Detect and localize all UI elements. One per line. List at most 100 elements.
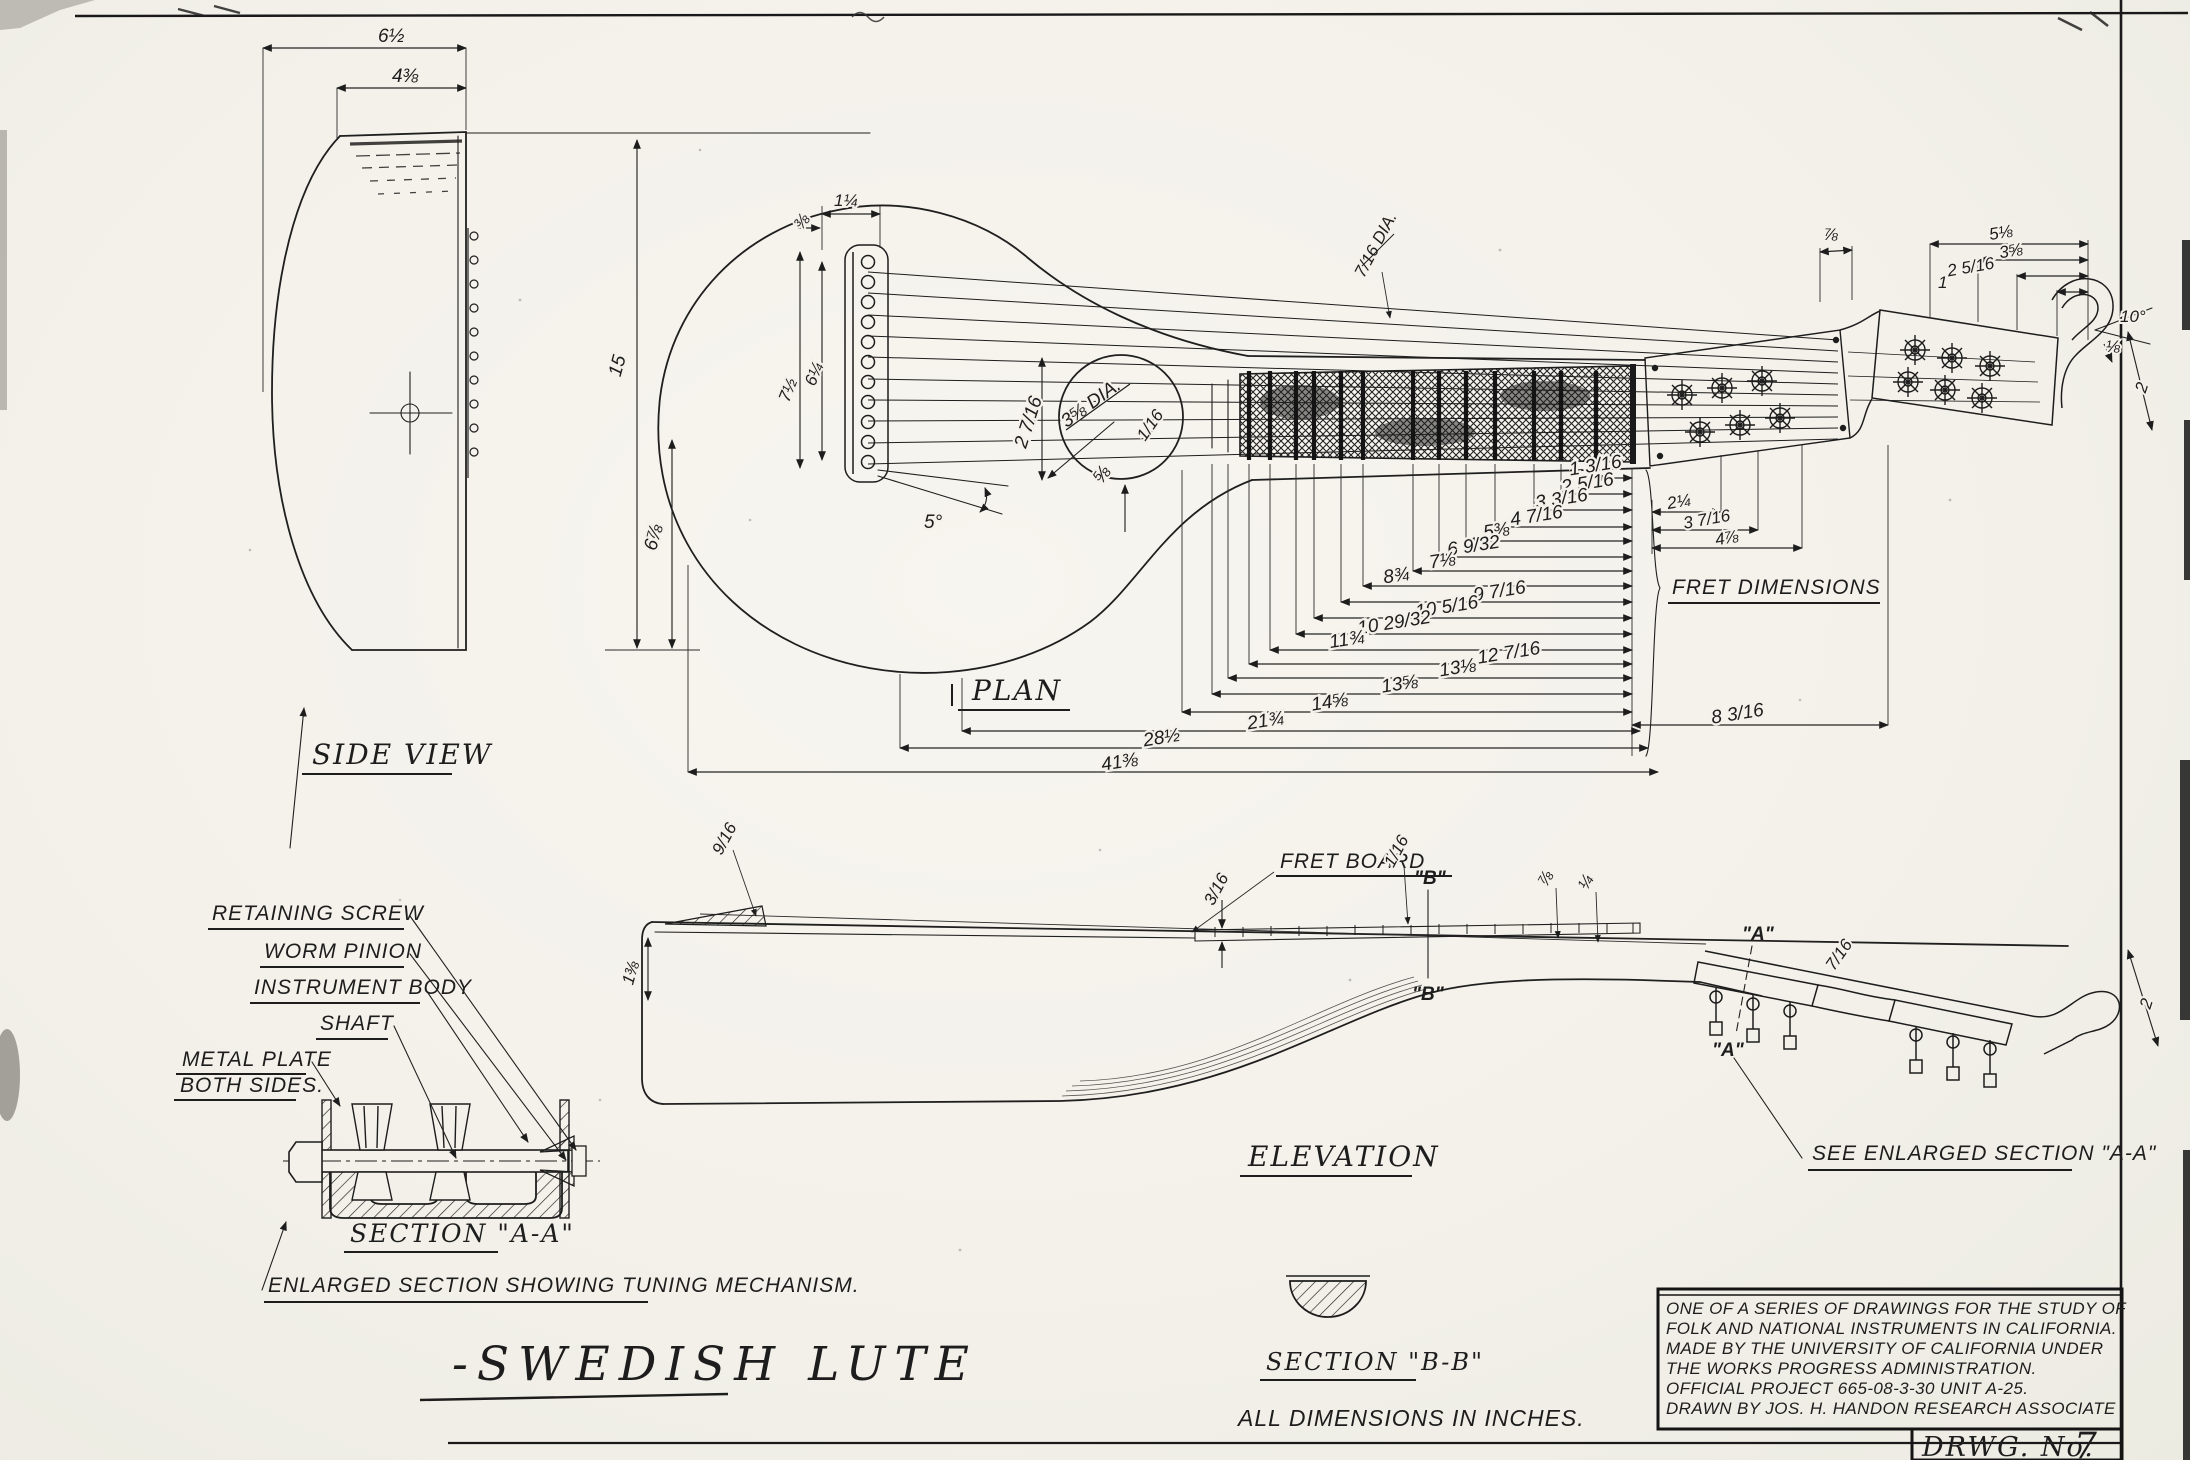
title-block-line-2: FOLK AND NATIONAL INSTRUMENTS IN CALIFOR… <box>1666 1319 2117 1338</box>
title-block-line-5: OFFICIAL PROJECT 665-08-3-30 UNIT A-25. <box>1666 1379 2028 1398</box>
drawing-number-value: 7 <box>2074 1426 2097 1460</box>
scroll-outline <box>2051 277 2114 409</box>
tuner-dims: 2¼ 3 7/16 4⅞ <box>1651 445 1803 554</box>
aa-retaining-screw-head <box>288 1141 323 1183</box>
fret-dim-label: 7⅛ <box>1428 549 1458 574</box>
fret-board-label: FRET BOARD <box>1280 850 1425 873</box>
label-shaft: SHAFT <box>320 1012 395 1035</box>
plan-string-dia: 7/16 DIA. <box>1349 207 1403 319</box>
title-block-line-1: ONE OF A SERIES OF DRAWINGS FOR THE STUD… <box>1666 1299 2127 1318</box>
fret-dim-rung: 21¾ <box>961 678 1641 737</box>
dim-side-top: 4⅜ <box>392 66 419 87</box>
fret-dim-rung: 11¾ <box>1269 464 1633 655</box>
dim-elev-b: ⅞ <box>1534 867 1557 888</box>
plan-tuners <box>1644 329 1851 467</box>
fret-dim-label: 28½ <box>1141 725 1182 752</box>
section-marker-a-bottom: "A" <box>1712 1040 1745 1061</box>
dim-elev-e: 2 <box>2136 996 2157 1012</box>
dim-elev-board: 3/16 <box>1200 870 1233 909</box>
dim-head-a: ⅞ <box>1824 225 1838 244</box>
elevation-drawing: 9/16 1⅜ FRET BOARD 3/16 1/16 "B" "B" ⅞ ¼… <box>616 817 2160 1177</box>
sheet-title: -SWEDISH LUTE <box>452 1337 978 1392</box>
dim-elev-tail: 9/16 <box>708 819 741 858</box>
dimensions-note: ALL DIMENSIONS IN INCHES. <box>1236 1405 1585 1431</box>
section-bb-drawing: SECTION "B-B" <box>1260 1275 1484 1381</box>
plan-fretboard <box>1211 364 1636 464</box>
fret-dim-rung: 28½ <box>899 674 1649 754</box>
dim-string-dia: 7/16 DIA. <box>1351 209 1401 280</box>
dim-head-angle: 10° <box>2120 307 2146 326</box>
label-metal-plate-2: BOTH SIDES. <box>180 1074 324 1097</box>
elev-headstock <box>1693 950 2121 1088</box>
dim-tuner-c: 4⅞ <box>1714 527 1741 550</box>
label-retaining-screw: RETAINING SCREW <box>212 902 425 925</box>
dim-tail-b: 1¼ <box>834 191 858 210</box>
fret-dim-rung: 8¾ <box>1362 464 1633 591</box>
dim-tail-c: 7½ <box>775 375 801 404</box>
fret-dim-rung: 7⅛ <box>1412 464 1633 576</box>
title-block-line-4: THE WORKS PROGRESS ADMINISTRATION. <box>1666 1359 2037 1378</box>
section-bb-label: SECTION "B-B" <box>1266 1348 1484 1376</box>
sheet-border <box>74 0 2189 1460</box>
section-aa-label: SECTION "A-A" <box>350 1219 575 1248</box>
fret-dimensions-callout: FRET DIMENSIONS <box>1645 469 1881 757</box>
see-enlarged-label: SEE ENLARGED SECTION "A-A" <box>1812 1142 2157 1165</box>
label-instrument-body: INSTRUMENT BODY <box>254 976 473 999</box>
elev-fretboard <box>1194 922 1641 942</box>
fret-dimension-ladder: 1 3/16 2 5/16 3 3/16 4 7/16 5⅜ 6 9/32 7⅛ <box>687 219 2154 778</box>
dim-tail-a: ⅜ <box>790 209 814 232</box>
dim-head-g: 2 <box>2131 379 2152 395</box>
side-body-back-curve <box>271 135 353 651</box>
dim-soundhole-edge: ⅝ <box>1089 462 1115 487</box>
fret-dim-label: 8¾ <box>1382 564 1412 589</box>
section-aa-labels: RETAINING SCREW WORM PINION INSTRUMENT B… <box>174 902 577 1161</box>
fret-dim-label: 4 7/16 <box>1509 502 1565 531</box>
plan-view-drawing: 3⅝ DIA. 2 7/16 ⅝ 1/16 <box>465 132 2154 778</box>
fret-dim-rung: 41⅜ <box>687 565 1659 778</box>
plan-headstock <box>1839 277 2114 439</box>
plan-label-group: PLAN <box>951 674 1070 711</box>
title-block-line-3: MADE BY THE UNIVERSITY OF CALIFORNIA UND… <box>1666 1339 2103 1358</box>
aa-worm-gears <box>351 1103 471 1201</box>
side-centerline-cross <box>369 371 453 455</box>
elev-tuning-pegs <box>1709 988 1997 1088</box>
dim-plan-half: 6⅞ <box>640 522 667 553</box>
nut <box>1630 364 1636 464</box>
section-marker-b-bottom: "B" <box>1412 984 1445 1005</box>
section-aa-title: SECTION "A-A" ENLARGED SECTION SHOWING T… <box>261 1219 860 1303</box>
fret-dim-rung: 3 3/16 <box>1532 464 1633 516</box>
drawing-number-box: DRWG. No. 7 <box>1910 1426 2124 1460</box>
side-dimensions: 6½ 4⅜ <box>262 24 467 392</box>
dim-elev-end: 1⅜ <box>618 958 643 987</box>
drawing-number-label: DRWG. No. <box>1921 1432 2095 1460</box>
dim-tuner-a: 2¼ <box>1665 490 1693 513</box>
dim-head-span: 8 3/16 <box>1710 700 1766 729</box>
title-block-line-6: DRAWN BY JOS. H. HANDON RESEARCH ASSOCIA… <box>1666 1399 2116 1418</box>
elev-shading <box>1061 976 1427 1097</box>
side-peg-row <box>467 228 479 478</box>
elev-left-cap <box>641 921 664 1105</box>
dim-soundhole-dia: 3⅝ DIA. <box>1057 375 1125 432</box>
elev-tailpiece <box>664 905 767 927</box>
side-top-shading <box>349 139 463 195</box>
plan-tailpiece <box>844 244 889 483</box>
fret-dimensions-label: FRET DIMENSIONS <box>1672 576 1881 599</box>
section-marker-b-top: "B" <box>1414 868 1447 889</box>
side-view-label: SIDE VIEW <box>312 738 493 771</box>
title-block: ONE OF A SERIES OF DRAWINGS FOR THE STUD… <box>1656 1287 2127 1460</box>
section-marker-a-top: "A" <box>1742 924 1775 945</box>
dim-head-c: 2 5/16 <box>1945 253 1996 280</box>
side-view-drawing: 6½ 4⅜ SIDE VIEW <box>262 24 493 849</box>
plan-tailpiece-dims: ⅜ 1¼ 7½ 6¼ 5° <box>773 189 1009 535</box>
dim-side-overall: 6½ <box>378 26 405 47</box>
elevation-label: ELEVATION <box>1247 1140 1440 1173</box>
fret-dim-rung: 5⅜ <box>1465 464 1633 546</box>
fret-dim-label: 13⅛ <box>1438 655 1478 682</box>
dim-elev-c: ¼ <box>1574 871 1597 892</box>
dim-tail-d: 6¼ <box>801 359 827 388</box>
section-aa-caption: ENLARGED SECTION SHOWING TUNING MECHANIS… <box>268 1274 860 1297</box>
side-body-outline <box>339 131 467 651</box>
see-enlarged-note: SEE ENLARGED SECTION "A-A" <box>1733 1057 2157 1171</box>
